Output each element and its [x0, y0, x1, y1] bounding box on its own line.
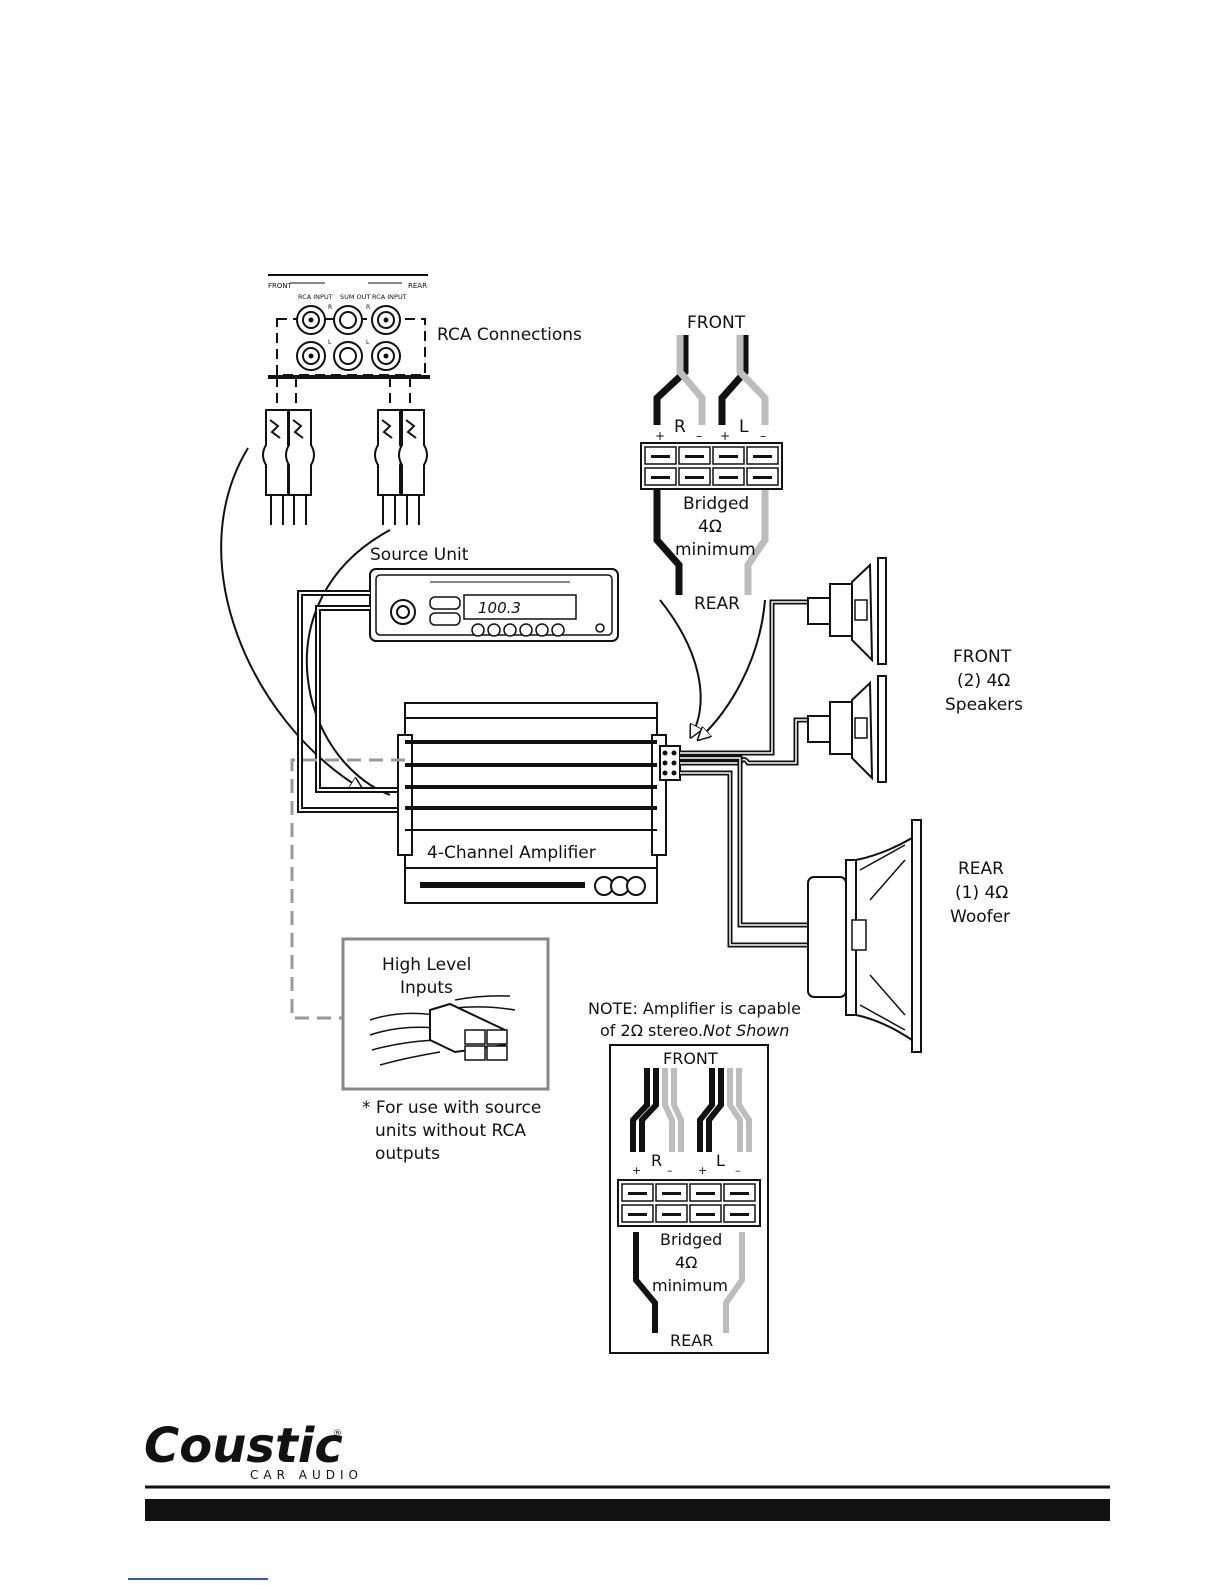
high-level-line2: Inputs	[400, 978, 453, 998]
rca-r-label-2: R	[366, 304, 370, 311]
note-front-label: FRONT	[663, 1049, 718, 1068]
brand-logo-text: Coustic	[144, 1418, 343, 1474]
note-bridged: Bridged	[660, 1230, 722, 1249]
note-rear-label: REAR	[670, 1331, 713, 1350]
brand-tagline: CAR AUDIO	[250, 1468, 363, 1482]
note-minimum: minimum	[652, 1276, 728, 1295]
brand-logo: Coustic ® CAR AUDIO	[144, 1418, 363, 1482]
rca-r-label-1: R	[328, 304, 332, 311]
note-line2-a: of 2Ω stereo.	[600, 1021, 703, 1040]
amplifier: 4-Channel Amplifier	[397, 702, 681, 904]
note-plus-l: +	[698, 1164, 707, 1177]
source-unit-label: Source Unit	[370, 545, 469, 565]
rca-l-label-1: L	[328, 339, 332, 346]
terminal-minus-r: –	[696, 429, 702, 443]
front-speakers-line2: (2) 4Ω	[957, 671, 1010, 691]
note-minus-l: –	[735, 1164, 741, 1177]
note-l: L	[716, 1151, 725, 1170]
bridge-terminal-note: FRONT + R – + L – Bridged 4Ω minimum REA…	[609, 1044, 769, 1354]
rear-woofer-line3: Woofer	[950, 907, 1010, 927]
rear-woofer-line1: REAR	[958, 859, 1004, 879]
rear-woofer	[807, 819, 922, 1053]
note-ohm: 4Ω	[675, 1253, 697, 1272]
source-unit: Source Unit 100.3	[369, 545, 619, 642]
terminal-minus-l: –	[760, 429, 766, 443]
front-speaker-1	[807, 557, 887, 665]
terminal-l: L	[739, 417, 749, 437]
high-level-line1: High Level	[382, 955, 471, 975]
front-speakers-line3: Speakers	[945, 695, 1023, 715]
rca-input-left-label: RCA INPUT	[298, 293, 333, 301]
front-speakers-label: FRONT (2) 4Ω Speakers	[945, 647, 1023, 715]
front-speakers-line1: FRONT	[953, 647, 1012, 667]
note-line1: NOTE: Amplifier is capable	[588, 999, 801, 1018]
terminal-ohm: 4Ω	[698, 517, 722, 537]
terminal-plus-l: +	[720, 429, 730, 443]
note-line2-b: Not Shown	[703, 1021, 789, 1040]
amplifier-label: 4-Channel Amplifier	[427, 843, 596, 863]
rear-woofer-label: REAR (1) 4Ω Woofer	[950, 859, 1010, 927]
rca-panel: FRONT REAR RCA INPUT SUM OUT RCA INPUT R…	[268, 274, 582, 379]
terminal-r: R	[674, 417, 686, 437]
front-speaker-2	[807, 675, 887, 783]
terminal-rear-label: REAR	[694, 594, 740, 614]
rca-rear-label: REAR	[408, 282, 427, 290]
high-level-note3: outputs	[375, 1144, 440, 1164]
brand-registered: ®	[333, 1429, 342, 1439]
source-to-amp-wires	[297, 590, 408, 813]
note-minus-r: –	[667, 1164, 673, 1177]
sum-out-label: SUM OUT	[340, 293, 370, 301]
source-display: 100.3	[478, 599, 521, 617]
terminal-minimum: minimum	[675, 540, 756, 560]
rca-input-right-label: RCA INPUT	[372, 293, 407, 301]
terminal-front-label: FRONT	[687, 313, 746, 333]
terminal-plus-r: +	[655, 429, 665, 443]
high-level-note1: * For use with source	[362, 1098, 541, 1118]
rca-jacks	[296, 305, 401, 371]
rca-cables	[262, 377, 428, 525]
bridge-terminal-main: FRONT + R – + L – Bridged 4Ω minimum REA…	[640, 313, 783, 614]
stereo-note: NOTE: Amplifier is capable of 2Ω stereo.…	[588, 999, 801, 1040]
rear-woofer-line2: (1) 4Ω	[955, 883, 1008, 903]
high-level-inputs: High Level Inputs * For use with source …	[290, 758, 550, 1164]
note-plus-r: +	[632, 1164, 641, 1177]
high-level-note2: units without RCA	[375, 1121, 526, 1141]
terminal-bridged: Bridged	[683, 494, 749, 514]
rca-connections-label: RCA Connections	[437, 325, 582, 345]
speaker-wires	[680, 599, 850, 948]
footer-bar	[145, 1499, 1110, 1521]
rca-l-label-2: L	[366, 339, 370, 346]
note-r: R	[651, 1151, 662, 1170]
page-link-underline[interactable]	[128, 1578, 268, 1580]
rca-front-label: FRONT	[268, 282, 293, 290]
